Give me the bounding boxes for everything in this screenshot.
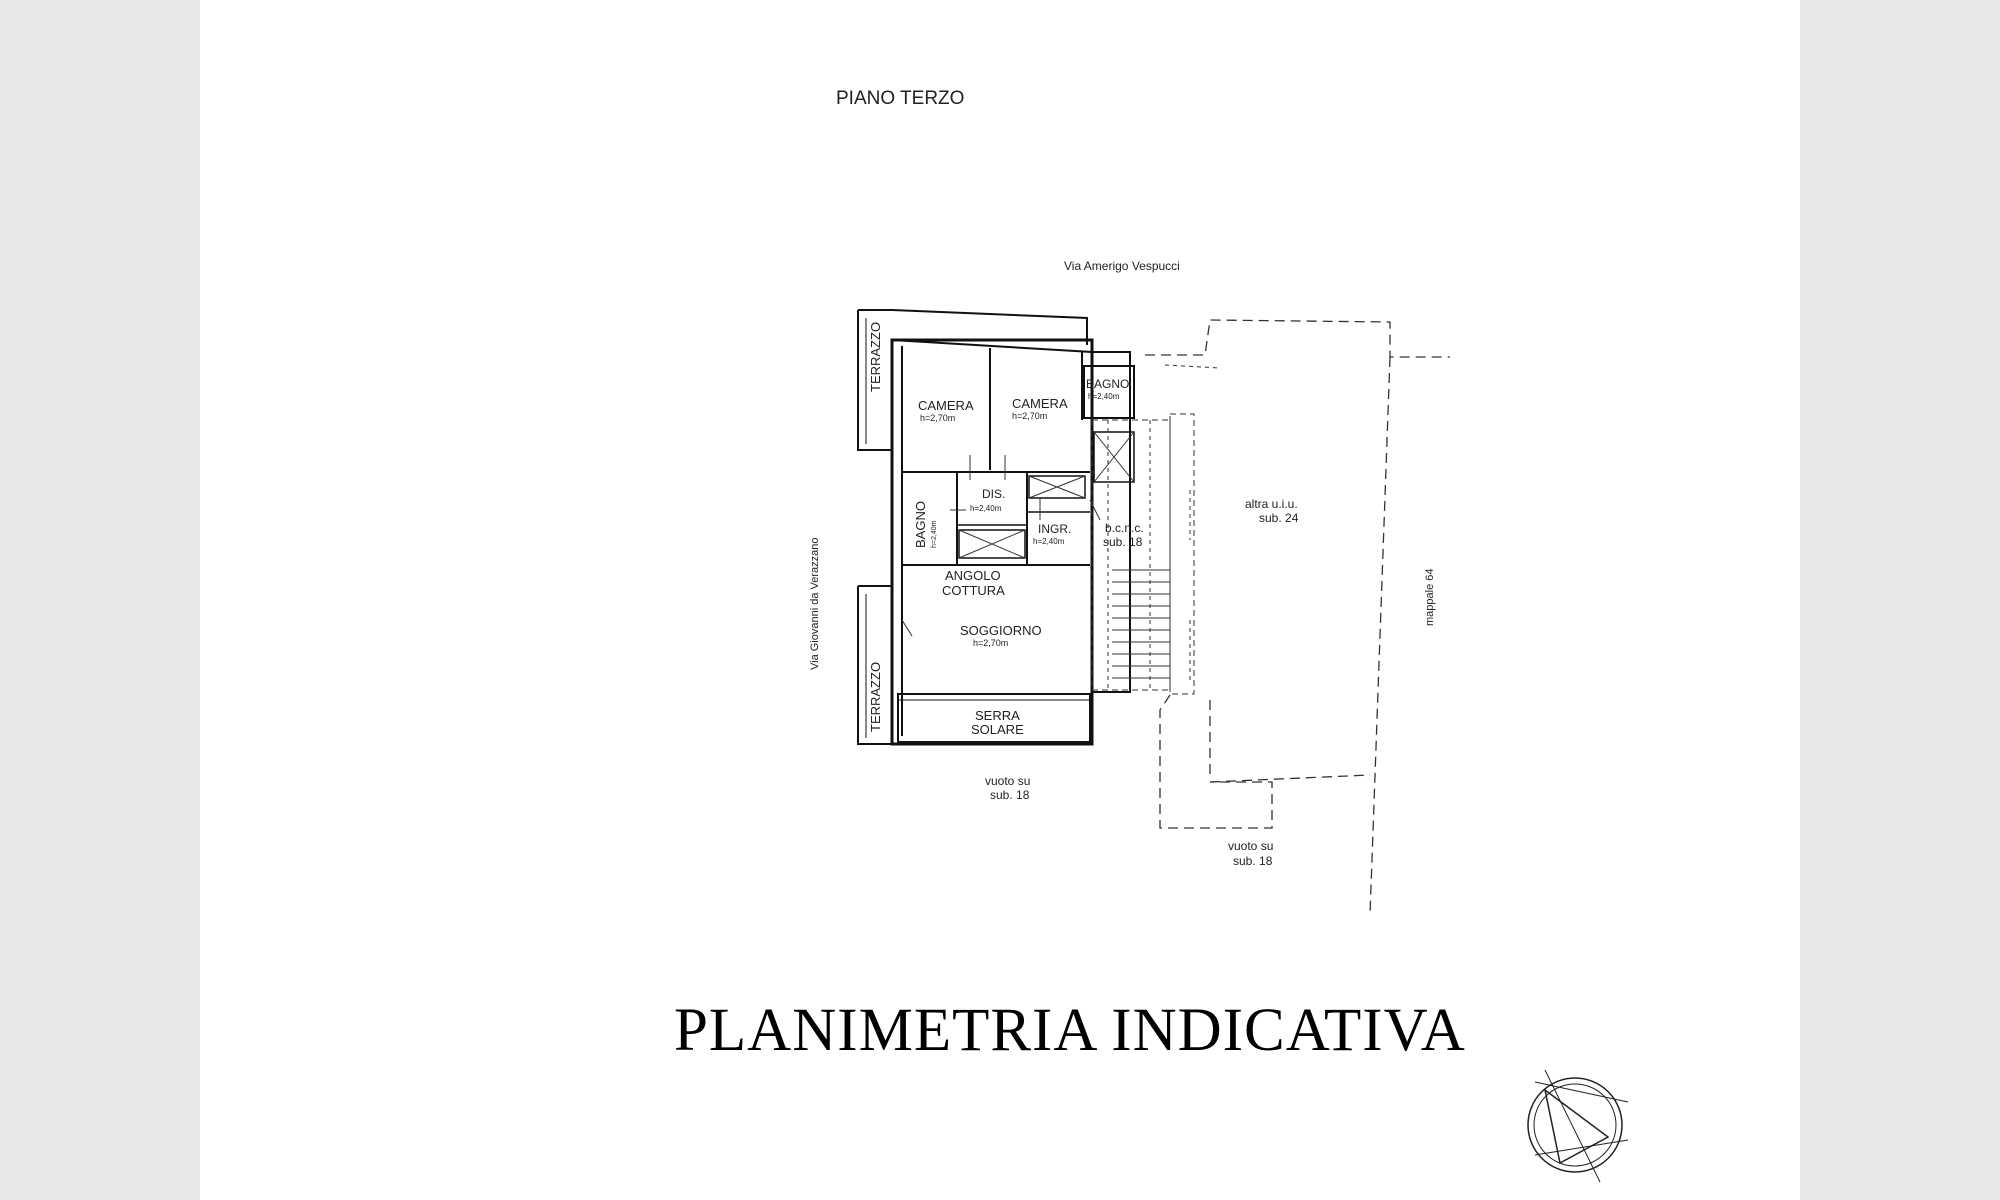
staircase [1091,413,1195,695]
vuoto-2-line1: vuoto su [1228,839,1273,853]
compass-rose-icon [1527,1069,1629,1183]
page-title: PLANIMETRIA INDICATIVA [674,997,1466,1064]
apartment-walls [857,309,1135,746]
room-terrazzo-bottom: TERRAZZO [868,662,883,732]
room-dis-height: h=2,40m [970,504,1002,513]
room-ingr: INGR. [1038,522,1071,536]
room-serra-line2: SOLARE [971,722,1024,737]
mappale-label: mappale 64 [1424,569,1436,627]
room-bagno-left-height: h=2,40m [931,520,938,548]
bcnc-line2: sub. 18 [1103,535,1143,549]
room-ingr-height: h=2,40m [1033,537,1065,546]
room-soggiorno-height: h=2,70m [973,638,1008,648]
altra-line2: sub. 24 [1259,511,1299,525]
room-camera-2: CAMERA [1012,396,1068,411]
room-soggiorno: SOGGIORNO [960,623,1042,638]
altra-line1: altra u.i.u. [1245,497,1298,511]
street-north: Via Amerigo Vespucci [1064,259,1180,273]
drawing-sheet [200,0,1800,1200]
floor-label: PIANO TERZO [836,88,964,109]
room-camera-1: CAMERA [918,398,974,413]
room-angolo-line2: COTTURA [942,583,1005,598]
vuoto-1-line1: vuoto su [985,774,1030,788]
room-bagno-top: BAGNO [1086,377,1129,391]
street-west: Via Giovanni da Verazzano [809,538,821,671]
room-serra-line1: SERRA [975,708,1020,723]
room-bagno-left: BAGNO [913,501,928,548]
neighbour-outline [1145,319,1450,916]
room-camera-2-height: h=2,70m [1012,411,1047,421]
vuoto-1-line2: sub. 18 [990,788,1030,802]
room-bagno-top-height: h=2,40m [1088,392,1120,401]
room-angolo-line1: ANGOLO [945,568,1001,583]
room-camera-1-height: h=2,70m [920,413,955,423]
bcnc-line1: b.c.n.c. [1105,521,1144,535]
room-dis: DIS. [982,487,1005,501]
vuoto-2-line2: sub. 18 [1233,854,1273,868]
room-terrazzo-top: TERRAZZO [868,322,883,392]
